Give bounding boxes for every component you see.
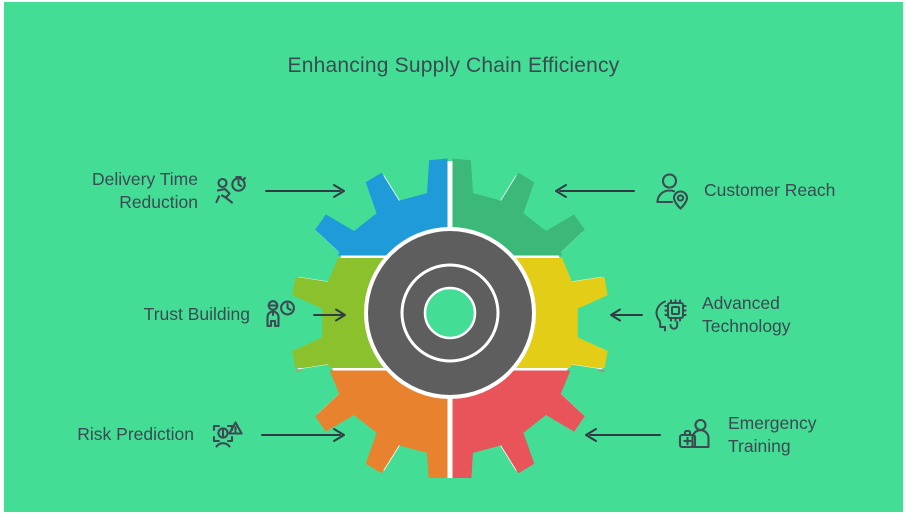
- item-risk-prediction[interactable]: Risk Prediction: [34, 400, 352, 470]
- arrow-right-icon: [261, 428, 345, 442]
- gear-hub-center-hole: [425, 288, 475, 338]
- item-advanced-technology[interactable]: Advanced Technology: [604, 280, 894, 350]
- person-medical-kit-icon: [676, 415, 716, 455]
- item-emergency-training[interactable]: Emergency Training: [582, 400, 892, 470]
- item-customer-reach[interactable]: Customer Reach: [552, 156, 882, 226]
- item-label-delivery-time-reduction: Delivery Time Reduction: [92, 168, 198, 212]
- item-label-emergency-training: Emergency Training: [728, 412, 817, 456]
- item-label-customer-reach: Customer Reach: [704, 180, 836, 201]
- arrow-left-icon: [555, 184, 635, 198]
- person-location-pin-icon: [652, 171, 692, 211]
- infographic-stage: Enhancing Supply Chain Efficiency: [4, 2, 903, 512]
- gear-hub-center-ring: [423, 286, 477, 340]
- gear-hub-inner-ring: [400, 263, 500, 363]
- item-delivery-time-reduction[interactable]: Delivery Time Reduction: [34, 156, 352, 226]
- arrow-right-icon: [313, 308, 346, 322]
- person-clock-icon: [260, 295, 300, 335]
- arrow-right-icon: [265, 184, 345, 198]
- arrow-left-icon: [610, 308, 643, 322]
- page-title: Enhancing Supply Chain Efficiency: [287, 54, 620, 77]
- item-label-trust-building: Trust Building: [143, 304, 250, 325]
- running-person-stopwatch-icon: [210, 171, 250, 211]
- gear-diagram: [290, 148, 610, 478]
- item-label-risk-prediction: Risk Prediction: [77, 424, 194, 445]
- arrow-left-icon: [585, 428, 661, 442]
- item-label-advanced-technology: Advanced Technology: [702, 292, 791, 336]
- face-scan-warning-icon: [206, 415, 246, 455]
- item-trust-building[interactable]: Trust Building: [34, 280, 352, 350]
- head-microchip-icon: [652, 295, 692, 335]
